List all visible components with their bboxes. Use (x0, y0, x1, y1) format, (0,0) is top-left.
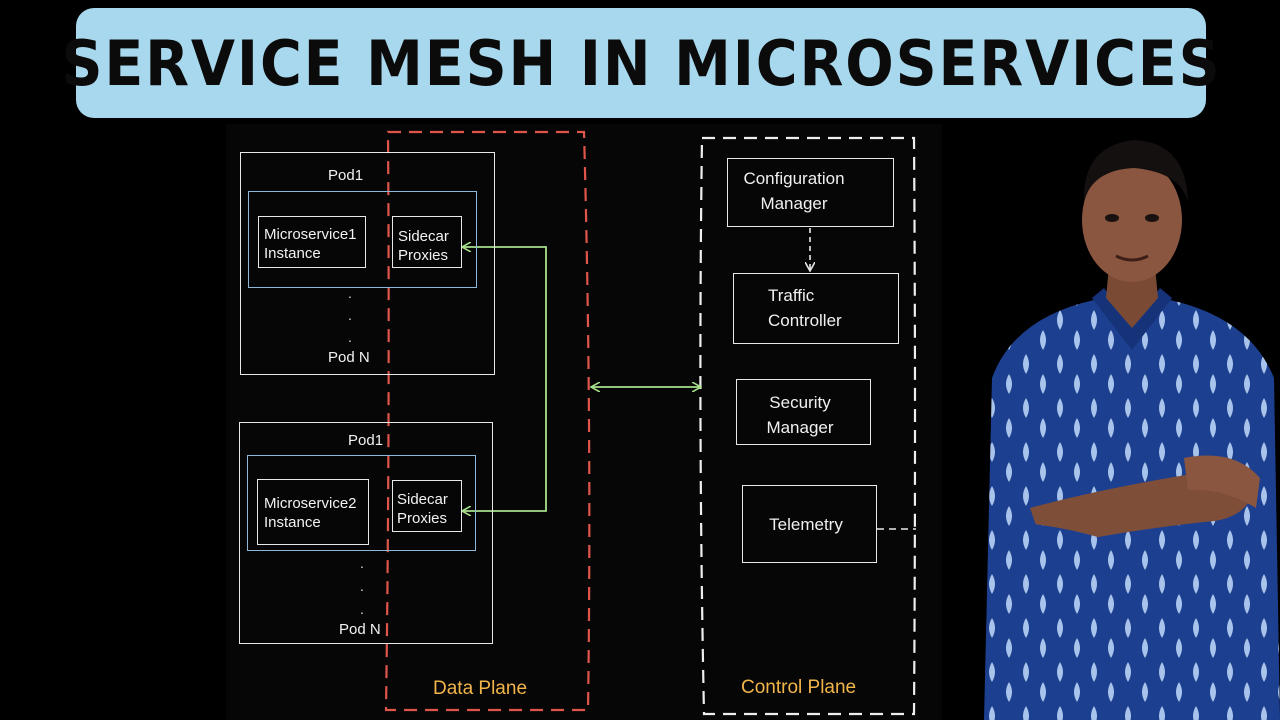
ellipsis-dot: . (348, 285, 352, 301)
microservice-box-1 (258, 216, 366, 268)
pod-group-2 (239, 422, 493, 644)
sidecar-box-1 (392, 216, 462, 268)
control-plane-label: Control Plane (741, 677, 857, 698)
diagram-lines (384, 130, 917, 716)
pod-bottom-label-1: Pod N (328, 349, 370, 366)
pod-bottom-label-2: Pod N (339, 621, 381, 638)
sidecar-label-2: Sidecar Proxies (397, 491, 448, 527)
configuration-manager-label: Configuration Manager (743, 169, 845, 213)
configuration-manager-box (727, 158, 894, 227)
service-mesh-diagram: Pod1 Microservice1 Instance Sidecar Prox… (226, 124, 942, 720)
pod-top-label-1: Pod1 (328, 167, 364, 184)
control-plane-boundary (699, 136, 917, 716)
pod-top-label-2: Pod1 (348, 432, 384, 449)
sidecar-label-1: Sidecar Proxies (398, 228, 449, 264)
data-plane-boundary (384, 130, 591, 712)
microservice-label-1: Microservice1 Instance (264, 226, 357, 262)
ellipsis-dot: . (360, 578, 364, 594)
pod-container-1 (248, 191, 477, 288)
page-title: SERVICE MESH IN MICROSERVICES (60, 26, 1222, 100)
sidecar-link-arrow (463, 247, 547, 511)
ellipsis-dot: . (348, 329, 352, 345)
microservice-box-2 (257, 479, 369, 545)
traffic-controller-label: Traffic Controller (768, 286, 842, 330)
data-plane-label: Data Plane (433, 678, 528, 699)
ellipsis-dot: . (360, 601, 364, 617)
pod-container-2 (247, 455, 476, 551)
sidecar-box-2 (392, 480, 462, 532)
ellipsis-dot: . (348, 307, 352, 323)
ellipsis-dot: . (360, 555, 364, 571)
traffic-controller-box (733, 273, 899, 344)
pod-group-1 (240, 152, 495, 375)
telemetry-label: Telemetry (769, 515, 843, 534)
security-manager-box (736, 379, 871, 445)
title-banner: SERVICE MESH IN MICROSERVICES (61, 8, 1219, 118)
telemetry-box (742, 485, 877, 563)
presenter-photo (984, 128, 1280, 720)
microservice-label-2: Microservice2 Instance (264, 495, 357, 531)
security-manager-label: Security Manager (766, 393, 834, 437)
